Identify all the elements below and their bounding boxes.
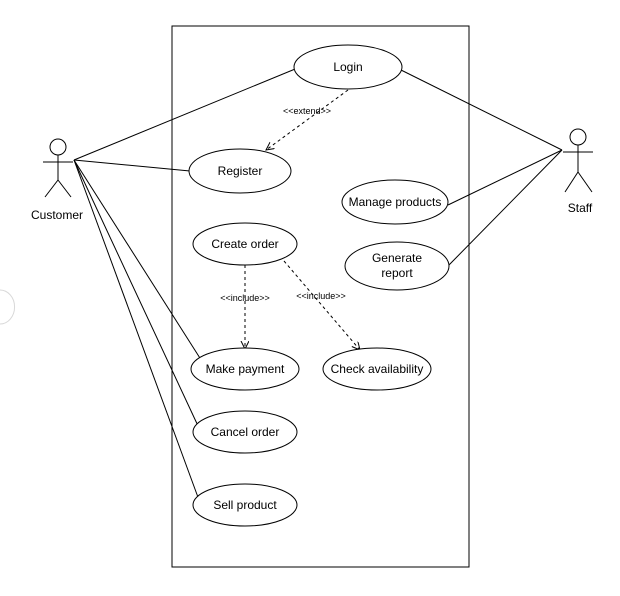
use-case-manage-products[interactable]: Manage products <box>341 179 449 225</box>
use-case-manage-products-label: Manage products <box>349 195 442 209</box>
actor-staff[interactable]: Staff <box>563 128 593 215</box>
use-case-sell-product[interactable]: Sell product <box>192 483 298 527</box>
actor-staff-label: Staff <box>568 201 593 215</box>
use-case-sell-product-label: Sell product <box>213 498 277 512</box>
use-case-create-order-label: Create order <box>211 237 278 251</box>
use-case-login[interactable]: Login <box>293 44 403 90</box>
actor-customer-label: Customer <box>31 208 83 222</box>
use-case-login-label: Login <box>333 60 362 74</box>
use-case-generate-report-label-line2: report <box>381 266 413 280</box>
assoc-staff-generate-report <box>447 149 563 267</box>
assoc-staff-manage-products <box>447 149 563 206</box>
extend-arrow <box>266 89 349 150</box>
assoc-customer-sell-product <box>73 159 200 501</box>
extend-label: <<extend>> <box>283 106 331 116</box>
use-case-generate-report-label-line1: Generate <box>372 251 422 265</box>
use-case-cancel-order[interactable]: Cancel order <box>192 410 298 454</box>
use-case-register[interactable]: Register <box>188 148 292 194</box>
use-case-register-label: Register <box>218 164 263 178</box>
use-case-check-availability[interactable]: Check availability <box>322 347 432 391</box>
customer-associations <box>73 66 301 501</box>
actor-customer[interactable]: Customer <box>31 138 83 222</box>
stick-figure-icon <box>563 128 593 193</box>
use-case-generate-report[interactable]: Generate report <box>344 241 450 291</box>
stick-figure-icon <box>43 138 73 198</box>
include-arrow-availability <box>283 260 360 350</box>
use-case-cancel-order-label: Cancel order <box>211 425 280 439</box>
use-case-create-order[interactable]: Create order <box>192 222 298 266</box>
staff-associations <box>400 69 563 267</box>
assoc-customer-make-payment <box>73 159 206 367</box>
edge-artifact <box>0 289 16 325</box>
system-boundary <box>171 25 470 568</box>
use-case-check-availability-label: Check availability <box>331 362 424 376</box>
include-label-availability: <<include>> <box>296 291 346 301</box>
use-case-make-payment-label: Make payment <box>206 362 285 376</box>
assoc-customer-login <box>73 66 301 161</box>
assoc-staff-login <box>400 69 563 151</box>
use-case-make-payment[interactable]: Make payment <box>190 347 300 391</box>
include-label-payment: <<include>> <box>220 293 270 303</box>
assoc-customer-register <box>73 159 191 172</box>
assoc-customer-cancel-order <box>73 159 200 429</box>
